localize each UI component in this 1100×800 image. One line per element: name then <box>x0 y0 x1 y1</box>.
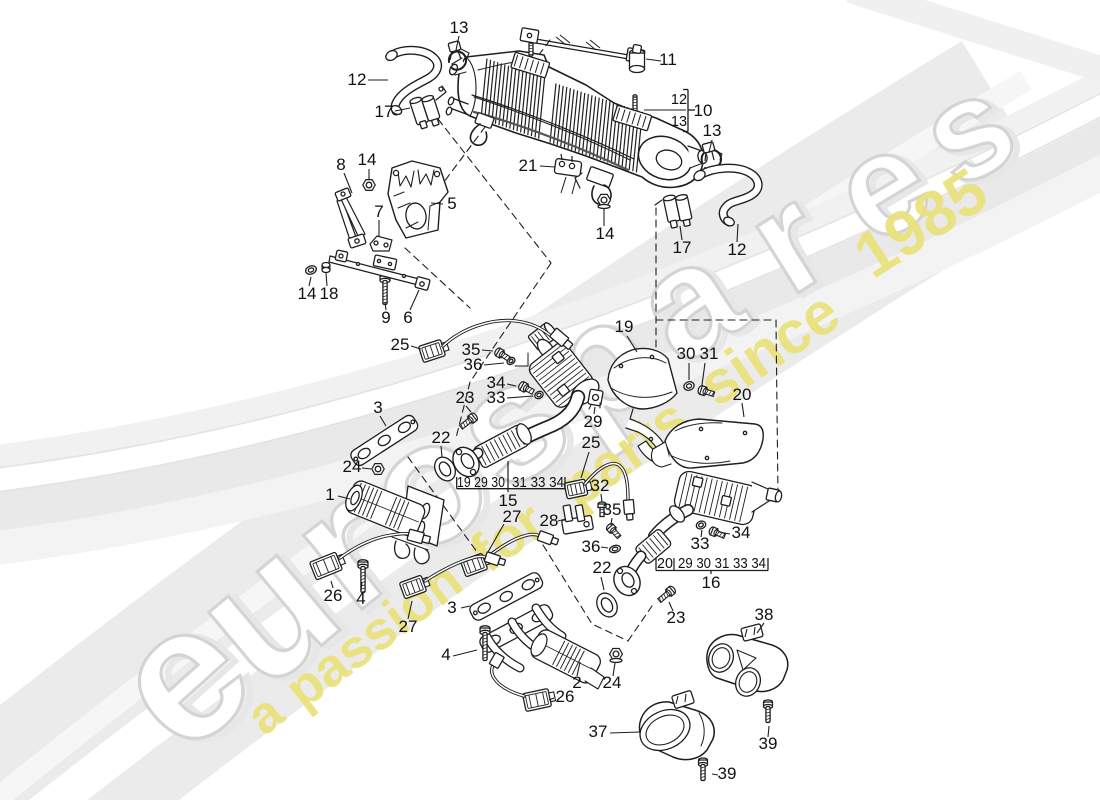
svg-text:34: 34 <box>732 523 751 542</box>
svg-text:25: 25 <box>582 433 601 452</box>
svg-text:26: 26 <box>324 586 343 605</box>
svg-text:19 29 30: 19 29 30 <box>457 475 505 491</box>
svg-text:32: 32 <box>591 476 610 495</box>
svg-text:19: 19 <box>615 317 634 336</box>
svg-text:25: 25 <box>391 335 410 354</box>
svg-text:13: 13 <box>671 114 687 130</box>
svg-text:39: 39 <box>718 764 737 783</box>
svg-text:35: 35 <box>603 500 622 519</box>
svg-text:10: 10 <box>694 101 713 120</box>
svg-text:20: 20 <box>657 556 673 572</box>
svg-text:2: 2 <box>572 673 581 692</box>
svg-text:14: 14 <box>358 150 377 169</box>
svg-text:21: 21 <box>519 156 538 175</box>
svg-text:12: 12 <box>671 92 687 108</box>
svg-text:28: 28 <box>540 511 559 530</box>
svg-text:33: 33 <box>487 388 506 407</box>
svg-text:5: 5 <box>447 194 456 213</box>
svg-text:23: 23 <box>667 608 686 627</box>
svg-text:39: 39 <box>759 734 778 753</box>
svg-text:31: 31 <box>700 344 719 363</box>
svg-text:24: 24 <box>603 673 622 692</box>
svg-text:17: 17 <box>673 238 692 257</box>
svg-text:31 33 34: 31 33 34 <box>512 475 564 491</box>
svg-text:27: 27 <box>503 507 522 526</box>
svg-text:17: 17 <box>375 102 394 121</box>
svg-text:3: 3 <box>373 398 382 417</box>
svg-text:1: 1 <box>325 485 334 504</box>
svg-text:24: 24 <box>343 457 362 476</box>
svg-text:14: 14 <box>298 284 317 303</box>
svg-text:20: 20 <box>733 385 752 404</box>
svg-text:6: 6 <box>403 308 412 327</box>
svg-text:7: 7 <box>374 202 383 221</box>
svg-text:13: 13 <box>703 121 722 140</box>
svg-text:22: 22 <box>593 558 612 577</box>
svg-text:14: 14 <box>596 224 615 243</box>
svg-text:27: 27 <box>399 617 418 636</box>
svg-text:30: 30 <box>677 344 696 363</box>
svg-text:36: 36 <box>464 355 483 374</box>
svg-text:13: 13 <box>450 18 469 37</box>
svg-text:18: 18 <box>320 284 339 303</box>
svg-text:29 30 31 33 34: 29 30 31 33 34 <box>678 556 766 572</box>
svg-text:37: 37 <box>589 722 608 741</box>
svg-text:4: 4 <box>441 645 450 664</box>
svg-text:9: 9 <box>381 308 390 327</box>
svg-text:3: 3 <box>447 598 456 617</box>
svg-text:11: 11 <box>659 50 677 69</box>
svg-text:35: 35 <box>462 340 481 359</box>
svg-text:38: 38 <box>755 605 774 624</box>
svg-text:12: 12 <box>728 240 747 259</box>
svg-text:22: 22 <box>432 428 451 447</box>
svg-text:4: 4 <box>356 589 365 608</box>
svg-text:29: 29 <box>584 412 603 431</box>
svg-text:34: 34 <box>487 373 506 392</box>
svg-text:26: 26 <box>556 687 575 706</box>
svg-text:15: 15 <box>499 491 518 510</box>
svg-text:33: 33 <box>691 534 710 553</box>
svg-text:16: 16 <box>702 573 721 592</box>
svg-text:36: 36 <box>582 537 601 556</box>
svg-text:23: 23 <box>456 388 475 407</box>
svg-text:8: 8 <box>336 155 345 174</box>
svg-text:12: 12 <box>348 70 367 89</box>
